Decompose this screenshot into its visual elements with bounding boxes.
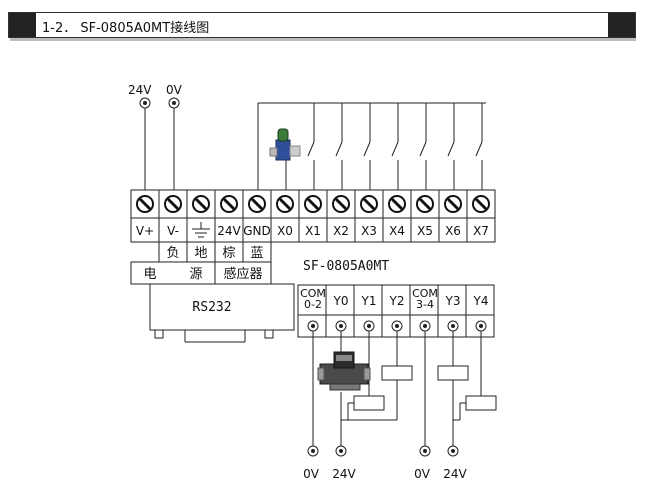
supply-node [447, 445, 459, 457]
header-left-block [9, 13, 36, 37]
sensor-icon [269, 128, 301, 161]
terminal-label: X4 [389, 224, 405, 238]
screw-terminal-icon [248, 195, 266, 213]
supply-label-24v: 24V [128, 83, 152, 97]
relay-coil-y1 [353, 395, 385, 411]
terminal-label: GND [243, 224, 271, 238]
sub-label: 棕 [222, 246, 235, 261]
screw-terminal-icon [332, 195, 350, 213]
bottom-supply-nodes [307, 445, 459, 457]
screw-terminal-icon [164, 195, 182, 213]
terminal-label: X0 [277, 224, 293, 238]
output-node [447, 320, 459, 332]
ground-symbol-icon [192, 222, 210, 238]
screw-terminal-icon [388, 195, 406, 213]
screw-terminal-icon [360, 195, 378, 213]
bottom-label-0v: 0V [303, 467, 320, 481]
relay-coil-y4 [465, 395, 497, 411]
sub-label: 负 [166, 246, 179, 261]
screw-terminal-icon [276, 195, 294, 213]
output-nodes [307, 320, 487, 332]
supply-node-0v [168, 97, 180, 109]
output-node [363, 320, 375, 332]
header-right-block [608, 13, 635, 37]
group-label: 源 [189, 267, 202, 282]
supply-node [419, 445, 431, 457]
output-label-row [297, 284, 495, 316]
terminal-label: X3 [361, 224, 377, 238]
bottom-label-24v: 24V [443, 467, 467, 481]
bottom-label-0v: 0V [414, 467, 431, 481]
header-shadow [10, 38, 636, 41]
output-terminal-label: Y0 [333, 294, 349, 308]
sub-label: 蓝 [250, 246, 263, 261]
output-node [391, 320, 403, 332]
supply-node [335, 445, 347, 457]
rs232-label: RS232 [192, 300, 231, 315]
page-title: 1-2． SF-0805A0MT接线图 [42, 21, 210, 36]
bottom-label-24v: 24V [332, 467, 356, 481]
output-node [419, 320, 431, 332]
rs232-connector [149, 283, 295, 343]
terminal-label: X1 [305, 224, 321, 238]
output-terminal-label: Y1 [361, 294, 377, 308]
terminal-label: X2 [333, 224, 349, 238]
supply-node [307, 445, 319, 457]
relay-coil-y2 [381, 365, 413, 381]
screw-terminal-icon [220, 195, 238, 213]
terminal-label: V+ [136, 224, 154, 238]
supply-node-24v [139, 97, 151, 109]
input-label-row [130, 217, 496, 243]
relay-coil-y3 [437, 365, 469, 381]
output-terminal-label: Y2 [389, 294, 405, 308]
screw-terminal-icon [472, 195, 490, 213]
screw-terminal-icon [444, 195, 462, 213]
group-label: 电 [143, 267, 156, 282]
terminal-label: X6 [445, 224, 461, 238]
output-terminal-label: Y3 [445, 294, 461, 308]
terminal-label: X5 [417, 224, 433, 238]
supply-label-0v: 0V [166, 83, 183, 97]
screw-terminal-icon [192, 195, 210, 213]
terminal-label: X7 [473, 224, 489, 238]
output-terminal-label: Y4 [473, 294, 489, 308]
output-node [307, 320, 319, 332]
sub-label: 地 [194, 246, 207, 261]
terminal-label: V- [167, 224, 179, 238]
terminal-label: 24V [217, 224, 241, 238]
solenoid-valve-icon [317, 351, 371, 391]
screw-terminal-icon [416, 195, 434, 213]
screw-terminal-icon [304, 195, 322, 213]
output-node [335, 320, 347, 332]
screw-terminal-icon [136, 195, 154, 213]
group-label: 感应器 [223, 266, 262, 282]
header-bar: 1-2． SF-0805A0MT接线图 [8, 12, 636, 38]
input-screws [136, 195, 490, 213]
model-label: SF-0805A0MT [303, 259, 389, 274]
input-switches [285, 103, 483, 190]
output-wiring [312, 331, 497, 446]
output-node [475, 320, 487, 332]
